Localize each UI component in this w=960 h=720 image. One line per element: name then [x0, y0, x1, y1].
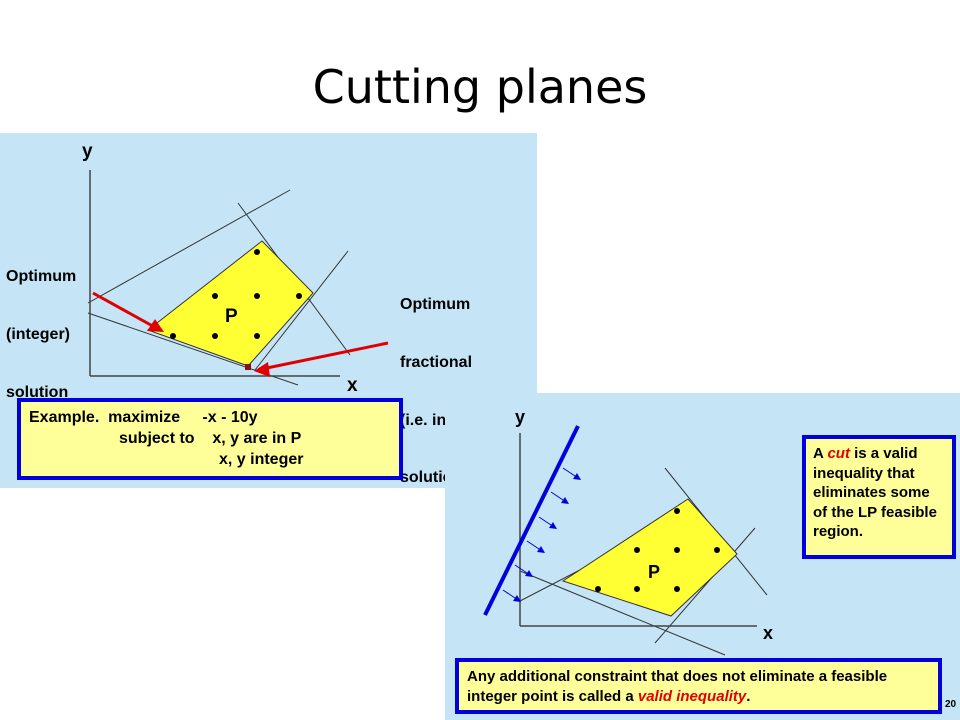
example-box: Example. maximize -x - 10y subject to x,… [17, 398, 403, 480]
constraint-line [87, 189, 291, 304]
cut-arrowhead [537, 546, 545, 553]
valid-text: Any additional constraint that does not … [467, 668, 888, 706]
example-line: x, y integer [219, 450, 304, 468]
integer-points [595, 508, 720, 592]
integer-point [634, 547, 640, 553]
integer-point [254, 333, 260, 339]
integer-point [254, 293, 260, 299]
integer-point [212, 333, 218, 339]
region-label: P [225, 306, 238, 327]
cut-diagram [483, 425, 768, 656]
cut-line [483, 425, 580, 616]
cut-term: cut [827, 445, 850, 462]
example-line: Example. maximize -x - 10y [29, 409, 258, 426]
integer-point [296, 293, 302, 299]
y-axis-label: y [515, 407, 526, 427]
cut-arrowheads [513, 473, 581, 602]
region-label: P [648, 562, 661, 582]
constraint-line [654, 527, 756, 644]
feasible-region [561, 498, 738, 617]
fractional-optimum-arrow [261, 341, 389, 371]
label-line: Optimum [400, 296, 471, 314]
label-line: Optimum [6, 268, 77, 286]
cut-diagram-panel: y x P A cut is a valid inequality that e… [445, 393, 960, 720]
fractional-optimum-arrowhead [254, 362, 270, 377]
integer-points [170, 249, 302, 339]
constraint-line [519, 570, 726, 656]
constraint-line [254, 250, 349, 371]
page-number: 20 [945, 699, 957, 710]
cut-definition-box: A cut is a valid inequality that elimina… [802, 435, 956, 559]
label-line: (integer) [6, 325, 70, 343]
integer-optimum-arrow [92, 291, 159, 331]
fractional-optimum-point [245, 364, 251, 370]
optimum-integer-label: Optimum (integer) solution [6, 229, 76, 440]
integer-point [254, 249, 260, 255]
cut-text: is a valid inequality that eliminates so… [813, 445, 937, 540]
label-line: fractional [400, 353, 473, 371]
cut-arrowhead [513, 595, 521, 602]
slide-title: Cutting planes [312, 60, 648, 114]
integer-point [674, 586, 680, 592]
integer-point [714, 547, 720, 553]
integer-point [595, 586, 601, 592]
feasible-region [146, 240, 314, 367]
integer-optimum-arrowhead [147, 319, 164, 332]
valid-inequality-term: valid inequality [637, 688, 747, 706]
cut-arrowhead [549, 522, 557, 529]
y-axis-label: y [82, 141, 93, 162]
integer-point [212, 293, 218, 299]
cut-arrowhead [561, 497, 569, 504]
x-axis-label: x [347, 375, 358, 396]
example-line: subject to x, y are in P [119, 429, 302, 447]
valid-text: . [746, 688, 751, 706]
integer-point [170, 333, 176, 339]
lp-diagram [87, 170, 389, 386]
integer-point [674, 508, 680, 514]
integer-point [674, 547, 680, 553]
cut-arrowhead [573, 473, 581, 480]
label-line: solution [6, 383, 69, 401]
cut-arrowhead [525, 570, 533, 577]
cut-text: A [813, 445, 828, 462]
lp-diagram-panel: y x P Optimum (integer) solution Optimum… [0, 133, 537, 488]
valid-inequality-box: Any additional constraint that does not … [455, 658, 942, 714]
integer-point [634, 586, 640, 592]
x-axis-label: x [763, 623, 774, 643]
